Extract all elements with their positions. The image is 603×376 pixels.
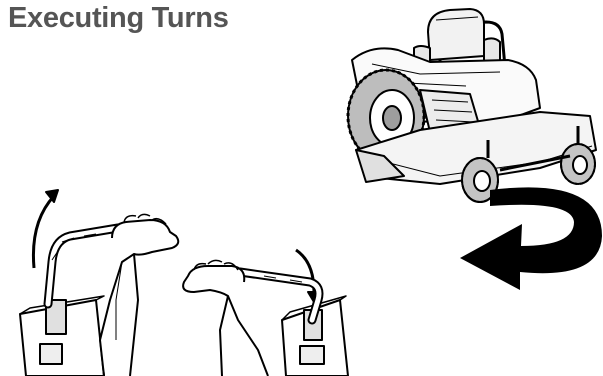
right-lever-backward-illustration bbox=[182, 248, 349, 376]
curved-turn-arrow-icon bbox=[460, 187, 602, 290]
left-lever-forward-illustration bbox=[19, 189, 180, 376]
page-title: Executing Turns bbox=[8, 2, 229, 34]
zero-turn-mower-illustration bbox=[346, 8, 597, 203]
